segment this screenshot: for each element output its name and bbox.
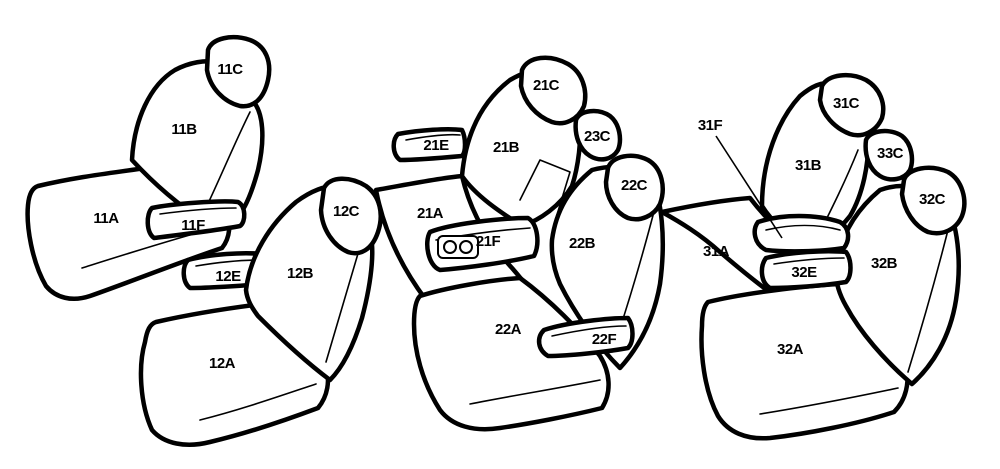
seat-22-cushion bbox=[411, 275, 611, 432]
label-33c: 33C bbox=[877, 145, 904, 162]
seat-21e-seam bbox=[405, 133, 461, 141]
seat-31-armrest-31f bbox=[752, 213, 851, 254]
label-23c: 23C bbox=[584, 128, 611, 145]
part-labels: 11C 11B 11A 11F 12C 12B 12A 12E 21C 21B … bbox=[93, 61, 946, 372]
seat-11-armrest bbox=[145, 199, 247, 241]
label-21f: 21F bbox=[476, 233, 501, 250]
label-21c: 21C bbox=[533, 77, 560, 94]
seat-11-backrest-seam bbox=[204, 111, 251, 211]
label-32c: 32C bbox=[919, 191, 946, 208]
label-31f: 31F bbox=[698, 117, 723, 134]
label-22c: 22C bbox=[621, 177, 648, 194]
seat-31f-leader-line bbox=[715, 135, 783, 239]
seat-31f-seam bbox=[765, 224, 841, 231]
cup-holder-icon bbox=[437, 235, 479, 259]
label-21e: 21E bbox=[423, 137, 449, 154]
seat-22-cushion-seam bbox=[469, 379, 601, 405]
seat-22f-seam bbox=[551, 325, 627, 337]
label-21a: 21A bbox=[417, 205, 444, 222]
label-12a: 12A bbox=[209, 355, 236, 372]
seat-11-armrest-seam bbox=[159, 207, 237, 215]
label-11f: 11F bbox=[181, 217, 205, 234]
seat-21-22 bbox=[373, 55, 665, 432]
label-31b: 31B bbox=[795, 157, 822, 174]
seat-31-headrest bbox=[817, 72, 886, 138]
label-21b: 21B bbox=[493, 139, 520, 156]
label-11a: 11A bbox=[93, 210, 119, 227]
seat-21-armrest-21e bbox=[391, 126, 468, 163]
seat-21-backrest-inner bbox=[519, 159, 571, 219]
label-22f: 22F bbox=[592, 331, 617, 348]
seat-32-backrest bbox=[833, 183, 961, 387]
seat-22-headrest bbox=[603, 153, 665, 222]
seat-32-cushion-seam bbox=[759, 387, 899, 415]
seat-23-headrest bbox=[573, 108, 623, 162]
seat-12 bbox=[138, 176, 383, 447]
seat-12-cushion-seam bbox=[199, 383, 317, 421]
seat-32e-seam bbox=[773, 257, 845, 265]
label-12c: 12C bbox=[333, 203, 360, 220]
seat-21-headrest bbox=[518, 55, 588, 126]
label-31c: 31C bbox=[833, 95, 860, 112]
label-32a: 32A bbox=[777, 341, 804, 358]
seat-31-32 bbox=[659, 72, 967, 441]
label-12b: 12B bbox=[287, 265, 314, 282]
label-11c: 11C bbox=[217, 61, 243, 78]
label-31a: 31A bbox=[703, 243, 730, 260]
label-32b: 32B bbox=[871, 255, 898, 272]
label-32e: 32E bbox=[791, 264, 817, 281]
label-11b: 11B bbox=[171, 121, 197, 138]
label-12e: 12E bbox=[215, 268, 241, 285]
seat-12-headrest bbox=[318, 176, 383, 256]
seat-32-backrest-seam bbox=[907, 221, 951, 373]
seat-11 bbox=[25, 35, 272, 301]
seat-32-headrest bbox=[899, 165, 967, 236]
label-22a: 22A bbox=[495, 321, 522, 338]
seat-32-armrest-32e bbox=[759, 249, 853, 291]
label-22b: 22B bbox=[569, 235, 596, 252]
seat-11-headrest bbox=[204, 35, 272, 109]
